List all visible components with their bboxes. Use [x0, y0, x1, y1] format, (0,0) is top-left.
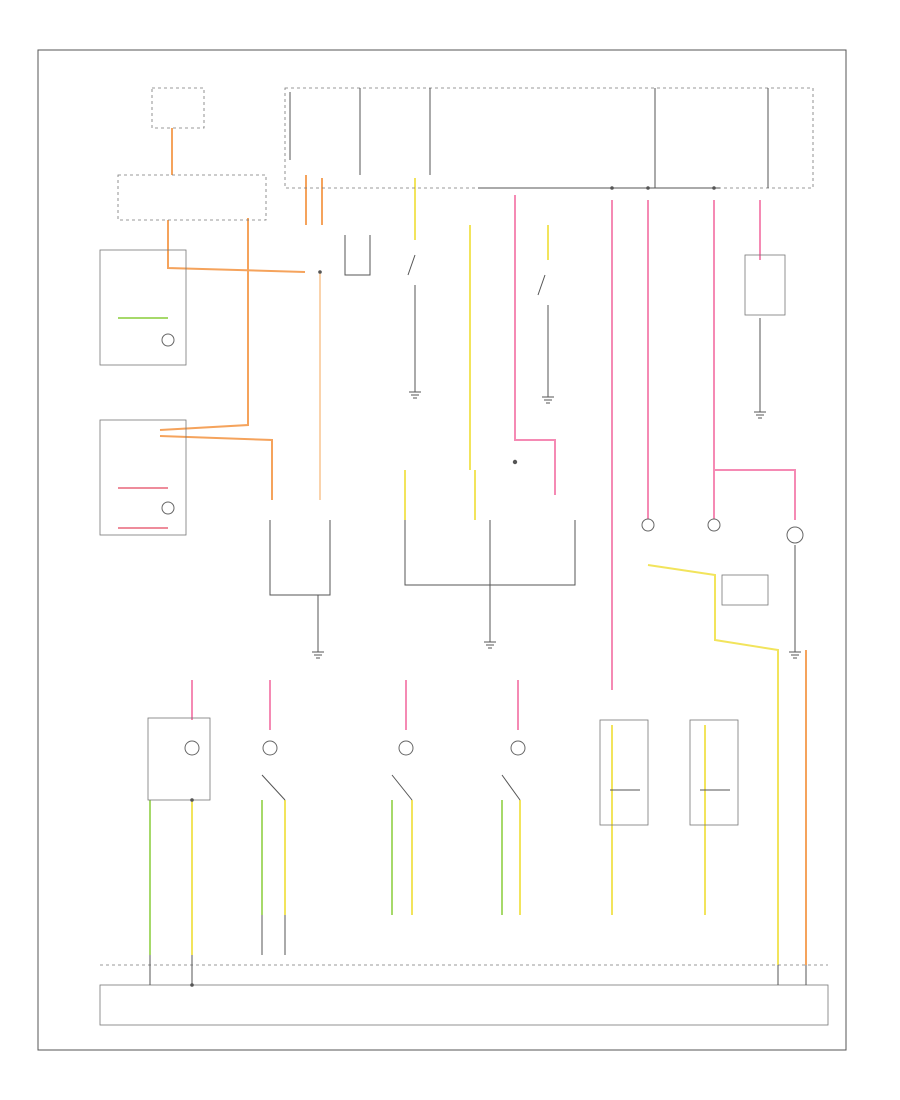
lamp-box — [689, 719, 739, 826]
switch-box — [721, 574, 769, 606]
splice-points — [190, 186, 716, 987]
wire-yellow-group — [191, 178, 779, 965]
diagram-border — [37, 49, 847, 1051]
wire-pink — [714, 469, 796, 520]
wire-red-group — [118, 487, 168, 529]
wire-pink-group — [191, 195, 796, 730]
ground-symbols — [312, 380, 801, 659]
module-box — [117, 174, 267, 221]
wire-orange — [159, 435, 273, 500]
wire-green-group — [118, 317, 503, 955]
fuse-box — [284, 87, 814, 189]
wire-pink — [514, 195, 556, 495]
lamp-box — [599, 719, 649, 826]
fuse-box — [151, 87, 205, 129]
wire-orange — [167, 220, 306, 273]
switch-box — [99, 249, 187, 366]
ground-bus — [99, 984, 829, 1026]
switch-box — [99, 419, 187, 536]
wire-orange — [159, 218, 249, 431]
line-work — [99, 87, 829, 1026]
switch-box — [744, 254, 786, 316]
lamp-box — [147, 717, 211, 801]
wire-yellow — [647, 564, 779, 965]
wire-orange-group — [159, 128, 807, 965]
